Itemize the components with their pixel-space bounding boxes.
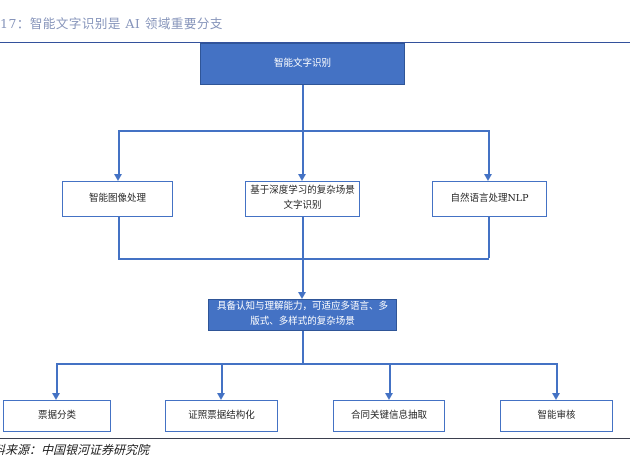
- arrow-down-icon: [217, 393, 225, 400]
- figure-title: 17：智能文字识别是 AI 领域重要分支: [0, 16, 223, 31]
- arrow-down-icon: [298, 174, 306, 181]
- arrow-down-icon: [552, 393, 560, 400]
- connector-line: [556, 363, 558, 393]
- connector-line: [302, 85, 304, 130]
- arrow-down-icon: [298, 292, 306, 299]
- connector-line: [221, 363, 223, 393]
- connector-line: [302, 331, 304, 363]
- node-branch-deep-learning-ocr: 基于深度学习的复杂场景文字识别: [245, 181, 360, 217]
- top-divider: [0, 42, 630, 43]
- node-capability: 具备认知与理解能力，可适应多语言、多版式、多样式的复杂场景: [208, 299, 397, 331]
- node-app-bill-classification: 票据分类: [3, 400, 111, 432]
- connector-line: [118, 258, 489, 260]
- node-app-certificate-structuring: 证照票据结构化: [165, 400, 278, 432]
- connector-line: [302, 258, 304, 292]
- node-app-intelligent-audit: 智能审核: [500, 400, 613, 432]
- node-root: 智能文字识别: [200, 43, 405, 85]
- source-note: 料来源：中国银河证券研究院: [0, 443, 150, 456]
- connector-line: [302, 217, 304, 258]
- node-branch-image-processing: 智能图像处理: [62, 181, 173, 217]
- arrow-down-icon: [52, 393, 60, 400]
- bottom-divider: [0, 438, 630, 439]
- connector-line: [302, 130, 304, 174]
- connector-line: [488, 130, 490, 174]
- connector-line: [118, 130, 120, 174]
- connector-line: [488, 217, 490, 258]
- node-branch-nlp: 自然语言处理NLP: [432, 181, 547, 217]
- connector-line: [118, 130, 489, 132]
- arrow-down-icon: [114, 174, 122, 181]
- arrow-down-icon: [484, 174, 492, 181]
- node-app-contract-extraction: 合同关键信息抽取: [333, 400, 445, 432]
- connector-line: [56, 363, 557, 365]
- connector-line: [118, 217, 120, 258]
- connector-line: [56, 363, 58, 393]
- connector-line: [389, 363, 391, 393]
- arrow-down-icon: [385, 393, 393, 400]
